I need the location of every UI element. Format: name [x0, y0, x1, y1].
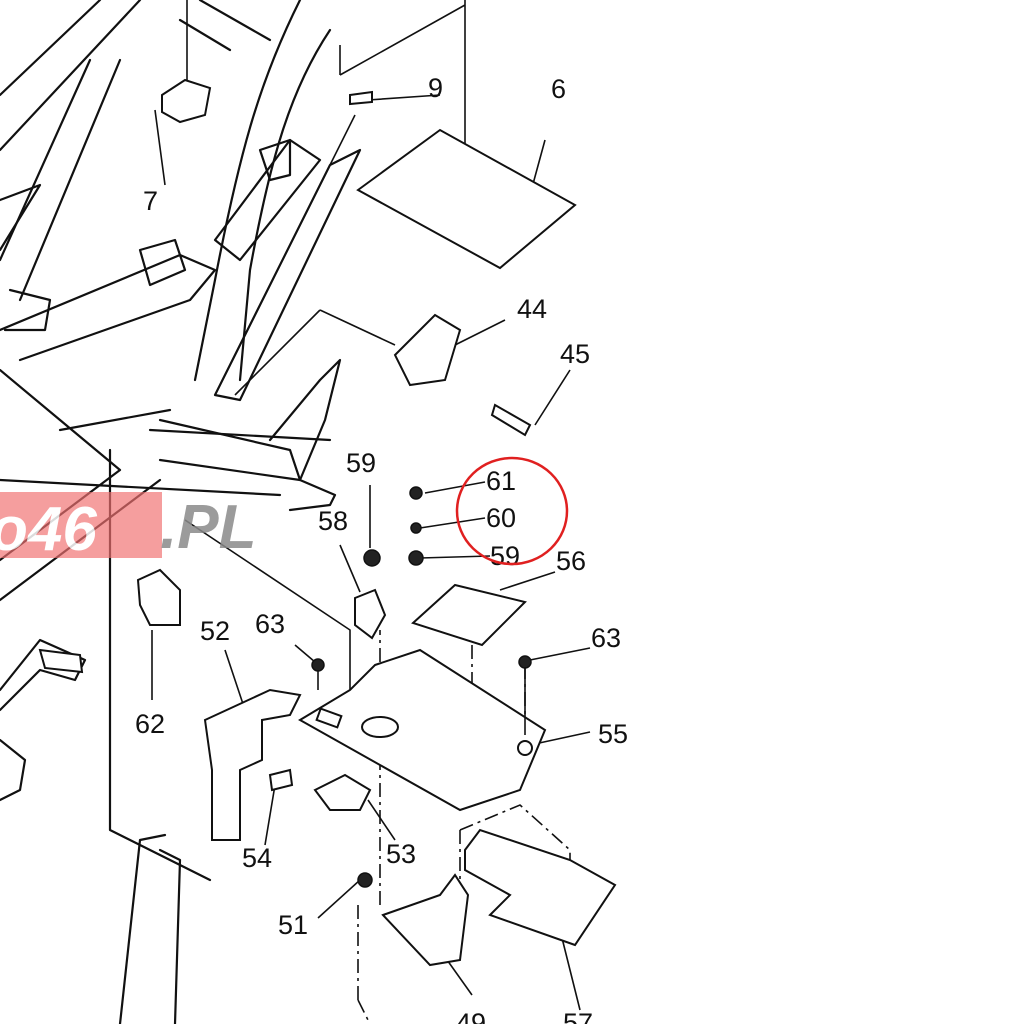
part-45-bolt: [490, 403, 532, 437]
label-9: 9: [428, 73, 443, 103]
parts: [38, 78, 617, 967]
part-63a-bolt: [311, 658, 325, 672]
part-6-plate: [356, 128, 577, 270]
part-49-bracket: [381, 873, 470, 967]
part-52-bracket: [203, 688, 302, 841]
label-60: 60: [486, 503, 516, 533]
frame: [0, 0, 362, 1024]
part-62-clip: [136, 568, 181, 626]
part-54-bolt: [268, 768, 294, 792]
part-44-bracket: [393, 313, 462, 387]
label-7: 7: [143, 186, 158, 216]
label-52: 52: [200, 616, 230, 646]
part-61-bolt: [409, 486, 423, 500]
label-63b: 63: [591, 623, 621, 653]
watermark: o46 .PL: [0, 492, 256, 564]
label-58: 58: [318, 506, 348, 536]
part-53-clamp: [313, 773, 372, 811]
part-57-cover: [464, 828, 617, 947]
part-60-washer: [410, 522, 422, 534]
label-61: 61: [486, 466, 516, 496]
label-54: 54: [242, 843, 272, 873]
label-45: 45: [560, 339, 590, 369]
label-63a: 63: [255, 609, 285, 639]
label-51: 51: [278, 910, 308, 940]
part-59b-nut: [408, 550, 424, 566]
label-53: 53: [386, 839, 416, 869]
part-55-tray: [298, 648, 547, 812]
part-58-mount: [354, 588, 387, 640]
watermark-gray-text: .PL: [160, 493, 256, 562]
part-9-pad: [349, 90, 373, 106]
label-62: 62: [135, 709, 165, 739]
label-44: 44: [517, 294, 547, 324]
part-labels: 9 6 7 44 45 59 61 60 59 58 56 63 63 52 6…: [135, 73, 628, 1024]
label-57: 57: [563, 1008, 593, 1024]
label-56: 56: [556, 546, 586, 576]
label-59b: 59: [490, 541, 520, 571]
label-6: 6: [551, 74, 566, 104]
watermark-red-text: o46: [0, 495, 97, 564]
label-55: 55: [598, 719, 628, 749]
part-63b-bolt: [518, 655, 532, 669]
part-56-pad: [411, 583, 527, 647]
label-49: 49: [456, 1008, 486, 1024]
part-59a-nut: [363, 549, 381, 567]
label-59a: 59: [346, 448, 376, 478]
part-51-bolt: [357, 872, 373, 888]
highlight-circle: [455, 456, 569, 566]
watermark-red-box: [0, 492, 162, 558]
part-7-clip: [161, 78, 212, 124]
